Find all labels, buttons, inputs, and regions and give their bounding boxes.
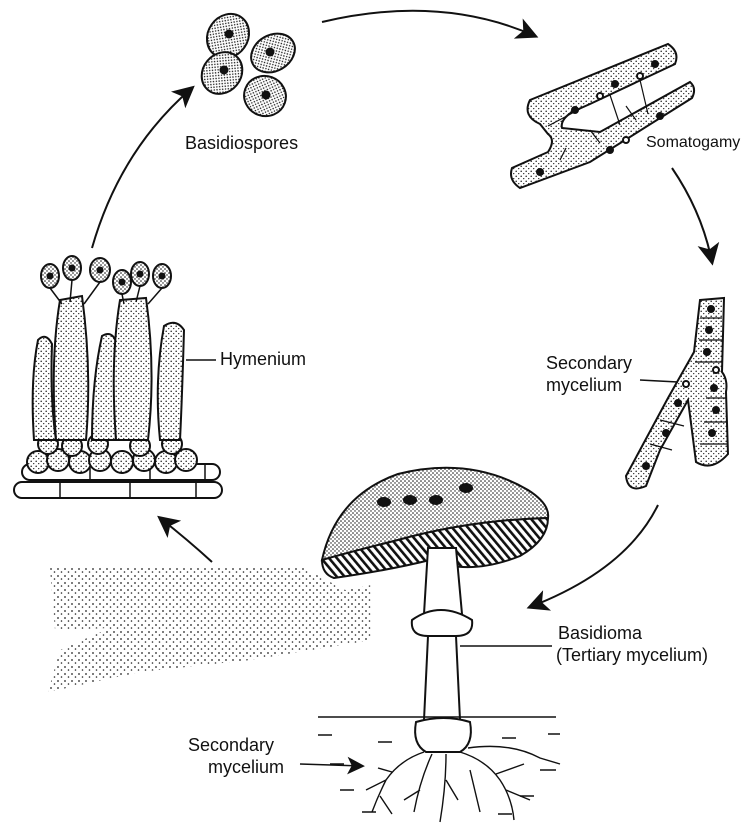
somatogamy-illustration [511,44,694,188]
label-secondary-mycelium-top-line2: mycelium [546,375,622,396]
label-somatogamy: Somatogamy [646,132,740,153]
mycelium-spread [48,566,372,692]
secondary-mycelium-illustration [626,298,728,488]
arrow-spores-to-somatogamy [322,11,535,36]
label-secondary-mycelium-bottom-line2: mycelium [208,757,284,778]
arrow-somatogamy-to-secondary [672,168,712,262]
arrow-secondary-to-basidioma [530,505,658,607]
basidiospores-illustration [193,6,302,122]
label-hymenium: Hymenium [220,349,306,370]
secondary-mycelium-top-leader [640,380,678,382]
label-secondary-mycelium-bottom-line1: Secondary [188,735,274,756]
label-secondary-mycelium-top-line1: Secondary [546,353,632,374]
arrow-hymenium-to-spores [92,88,192,248]
hymenium-illustration [14,256,222,498]
basidioma-illustration [318,468,560,822]
arrow-basidioma-to-hymenium [160,518,212,562]
label-basidioma-line2: (Tertiary mycelium) [556,645,708,666]
label-basidiospores: Basidiospores [185,133,298,154]
secondary-mycelium-bottom-leader [300,764,362,766]
label-basidioma-line1: Basidioma [558,623,642,644]
